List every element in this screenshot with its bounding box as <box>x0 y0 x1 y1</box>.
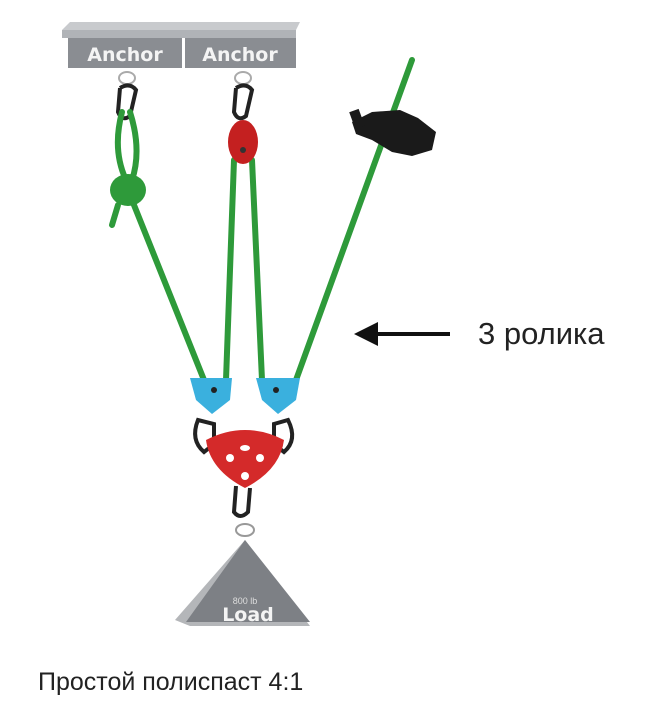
anchor-carabiners <box>115 71 255 121</box>
lower-pulley-right-icon <box>256 378 300 414</box>
load-eye <box>235 523 255 537</box>
load-weight-text: 800 lb <box>233 596 258 606</box>
arrow-icon <box>354 322 450 346</box>
rigging-plate-icon <box>206 430 284 488</box>
load-label: Load <box>222 604 274 626</box>
top-pulley-icon <box>228 120 258 164</box>
diagram-caption: Простой полиспаст 4:1 <box>38 668 304 696</box>
glove-icon <box>349 108 436 156</box>
anchor-beam: Anchor Anchor <box>62 22 300 68</box>
pulley-count-annotation: 3 ролика <box>478 316 605 351</box>
anchor-label-right: Anchor <box>202 44 278 66</box>
load-weight: 800 lb Load <box>175 540 310 626</box>
knot-icon <box>110 174 146 206</box>
anchor-label-left: Anchor <box>87 44 163 66</box>
lower-pulley-left-icon <box>190 378 232 414</box>
